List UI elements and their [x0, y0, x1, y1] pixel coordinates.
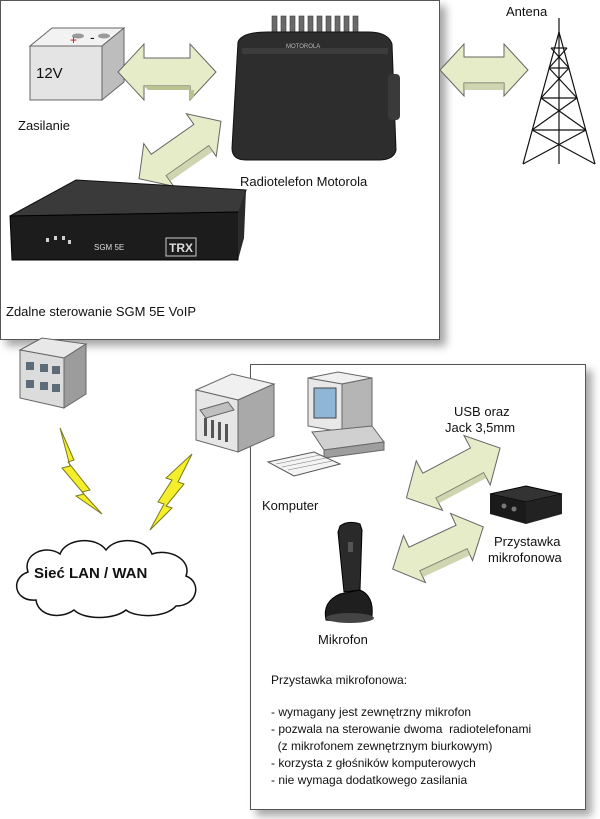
lightning-bolt-right [149, 453, 193, 531]
sgm-device-text: SGM 5E [94, 243, 124, 252]
lightning-bolt-left [59, 427, 103, 515]
battery-plus: + [70, 33, 77, 47]
note-line: (z mikrofonem zewnętrznym biurkowym) [271, 739, 493, 753]
server-building-icon [194, 373, 276, 453]
note-line: - nie wymaga dodatkowego zasilania [271, 773, 468, 787]
battery-icon: + - 12V [28, 26, 126, 102]
trx-logo: TRX [169, 241, 193, 255]
note-line: - korzysta z głośników komputerowych [271, 756, 476, 770]
double-arrow-adapter-microphone [392, 512, 484, 584]
usb-label-line1: USB oraz [454, 404, 510, 419]
bottom-panel [250, 364, 586, 810]
double-arrow-radio-sgm [138, 113, 222, 187]
usb-label-line2: Jack 3,5mm [445, 420, 516, 435]
computer-label: Komputer [262, 498, 319, 513]
building-icon [18, 337, 88, 409]
cloud-label: Sieć LAN / WAN [34, 565, 148, 582]
note-line: - wymagany jest zewnętrzny mikrofon [271, 705, 472, 719]
motorola-radio-icon: MOTOROLA [231, 15, 400, 161]
antenna-label: Antena [506, 4, 548, 19]
battery-minus: - [90, 29, 95, 45]
desk-microphone-icon [324, 521, 374, 623]
microphone-adapter-icon [489, 485, 563, 524]
battery-voltage: 12V [36, 65, 63, 82]
cloud-icon [15, 539, 197, 619]
motorola-brand: MOTOROLA [286, 44, 320, 50]
radio-label: Radiotelefon Motorola [240, 174, 368, 189]
antenna-tower-icon [522, 18, 596, 165]
microphone-label: Mikrofon [318, 632, 368, 647]
sgm-label: Zdalne sterowanie SGM 5E VoIP [6, 304, 197, 319]
notes-title: Przystawka mikrofonowa: [271, 673, 408, 687]
double-arrow-radio-antenna [439, 42, 529, 98]
sgm5e-device-icon: SGM 5E TRX [9, 179, 247, 261]
adapter-label-line2: mikrofonowa [488, 550, 562, 565]
power-label: Zasilanie [18, 118, 71, 133]
double-arrow-computer-adapter [405, 434, 501, 512]
double-arrow-power-radio [117, 42, 217, 102]
adapter-label-line1: Przystawka [494, 534, 561, 549]
computer-icon [266, 371, 385, 477]
note-line: - pozwala na sterowanie dwoma radiotelef… [271, 722, 532, 736]
